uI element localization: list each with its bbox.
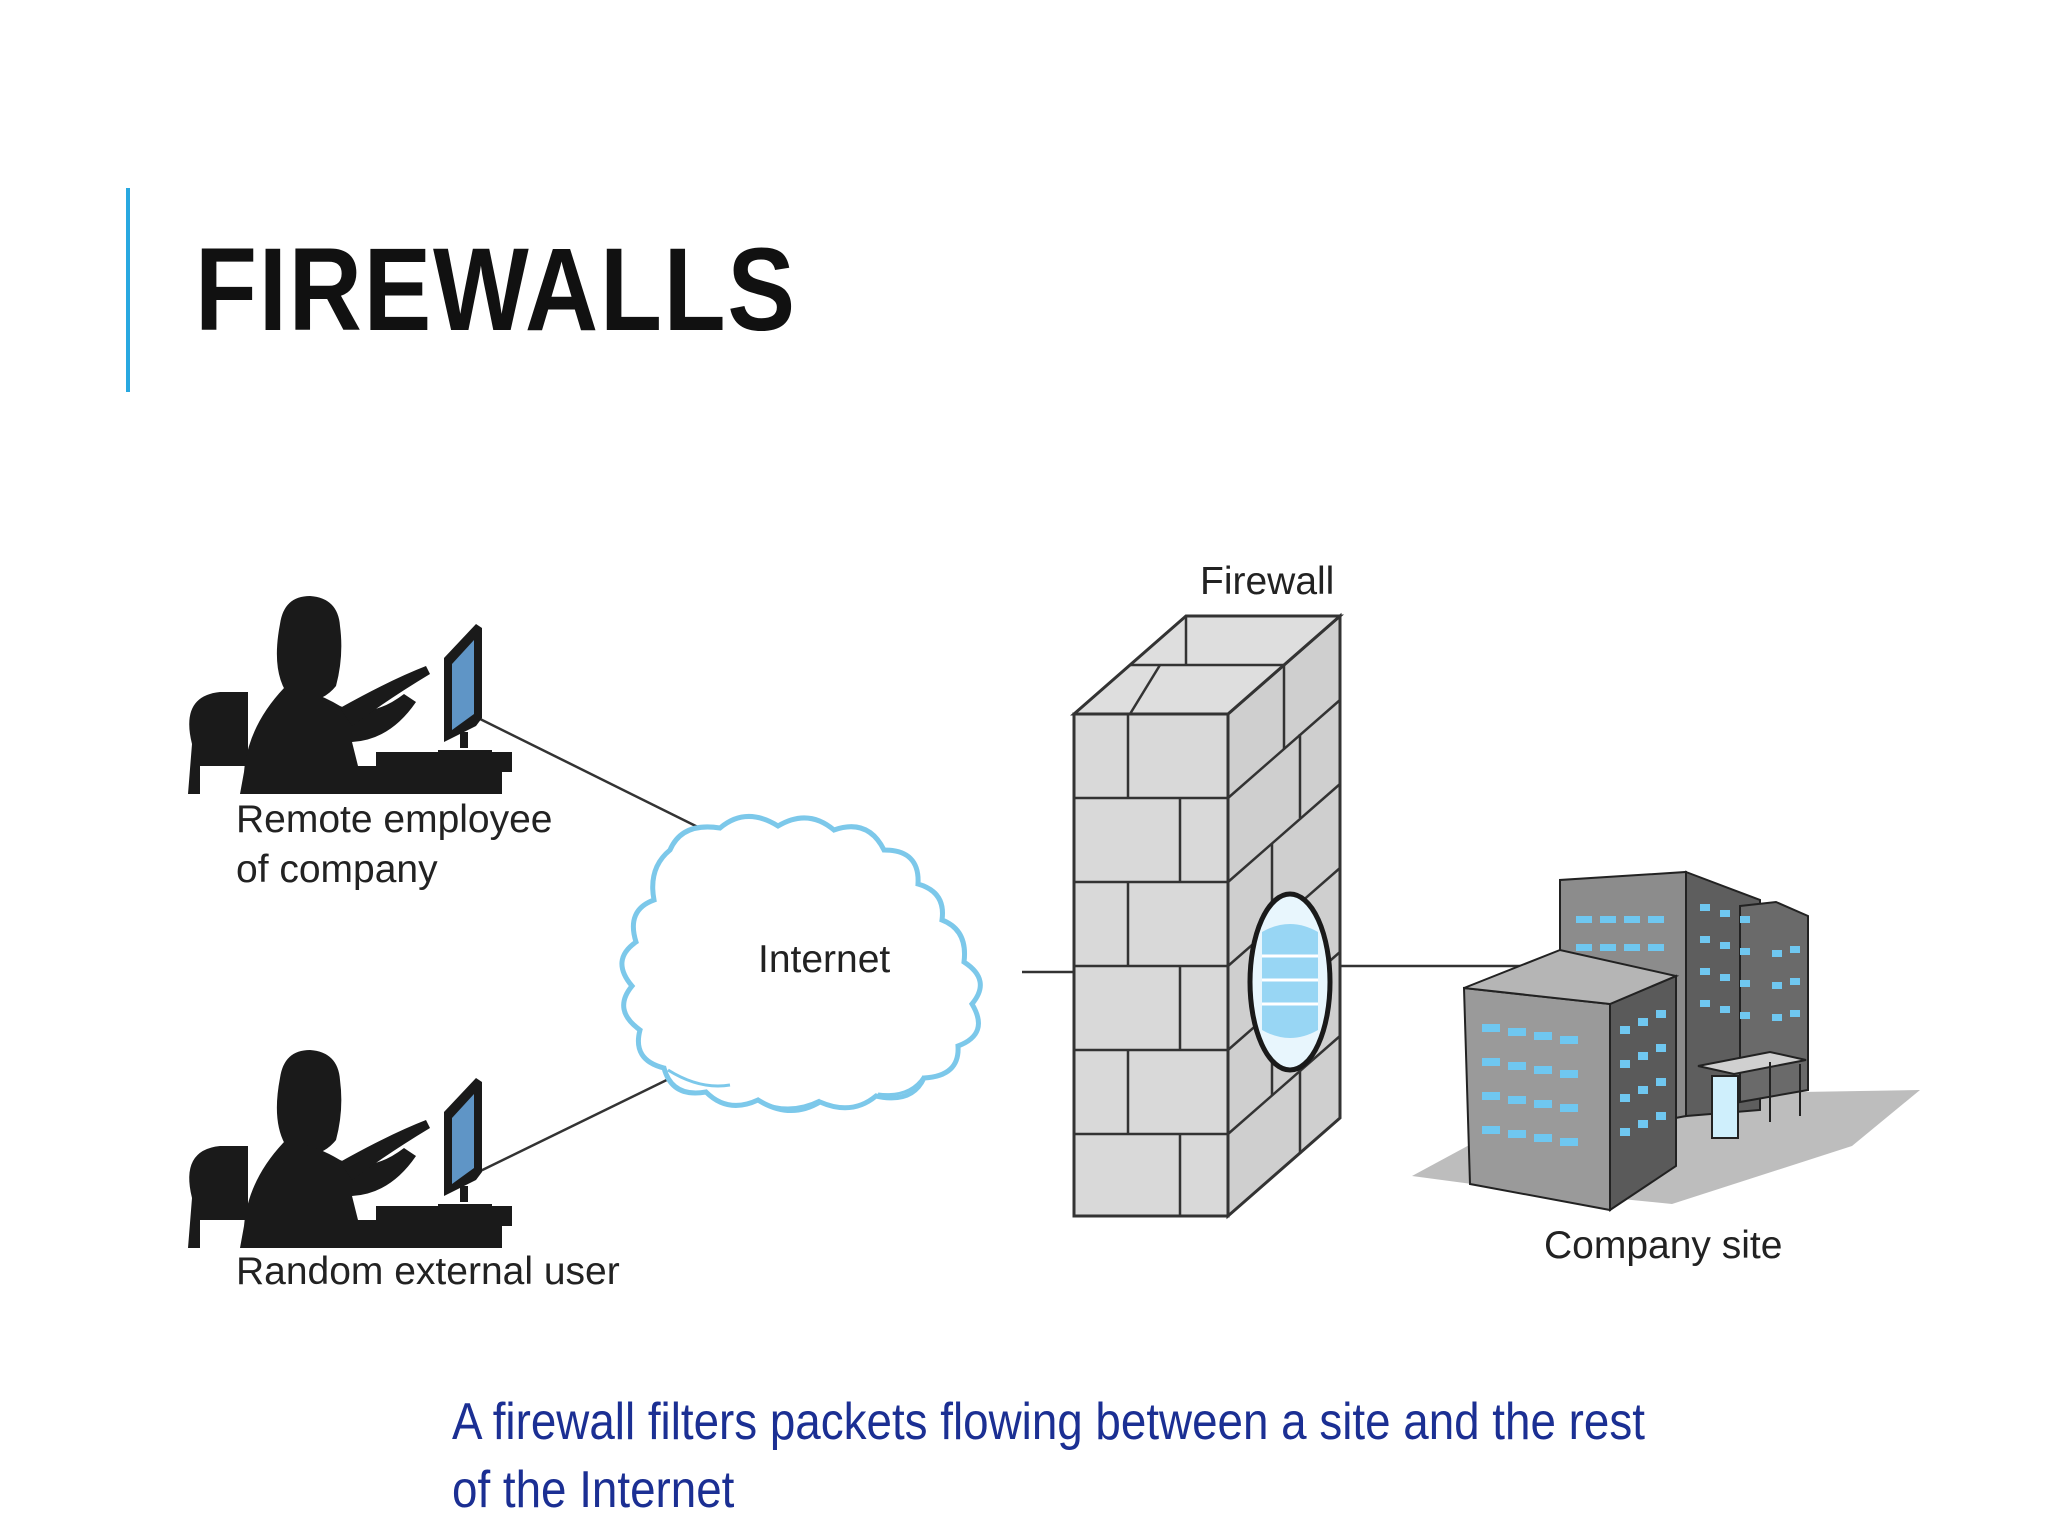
label-external-user: Random external user [236,1250,620,1293]
label-internet: Internet [758,938,890,981]
title-accent-bar [126,188,130,392]
link-remote-internet [465,710,725,842]
label-remote-employee-line1: Remote employee [236,798,553,841]
label-firewall: Firewall [1200,560,1334,603]
slide-caption: A firewall filters packets flowing betwe… [452,1393,1645,1519]
firewall-wall-icon [1070,612,1344,1220]
external-user-icon [188,1050,512,1248]
slide-title: FIREWALLS [195,224,797,356]
label-company-site: Company site [1544,1224,1782,1267]
label-remote-employee-line2: of company [236,848,438,891]
company-building-icon [1412,870,1920,1212]
internet-cloud-icon [619,814,983,1113]
remote-employee-icon [188,596,512,794]
